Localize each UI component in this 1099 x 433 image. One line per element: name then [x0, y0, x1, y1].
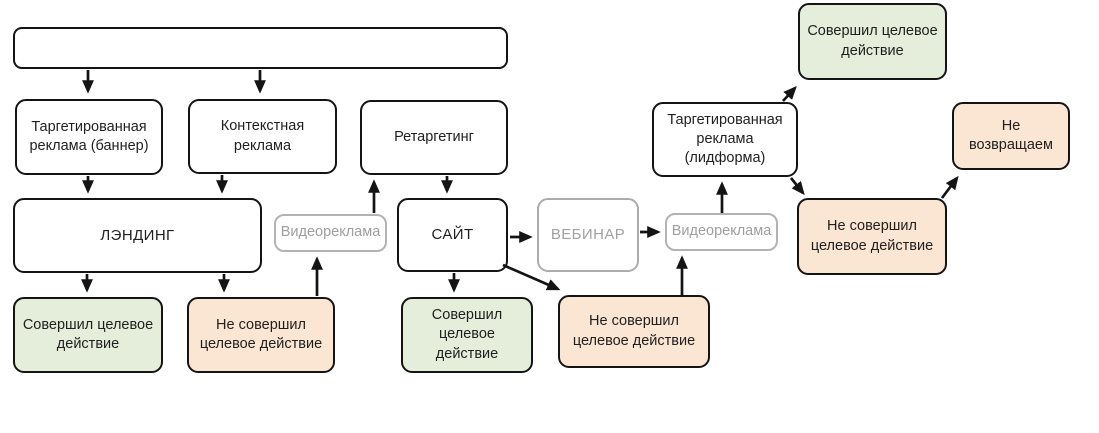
node-contextual-ads-label: Контекстная реклама [220, 118, 305, 154]
node-site-converted: Совершил целевое действие [401, 297, 533, 373]
node-landing-label: ЛЭНДИНГ [100, 226, 175, 244]
edge-leadform-to-converted [782, 86, 797, 102]
node-no-return: Не возвращаем [952, 102, 1070, 170]
node-leadform-converted: Совершил целевое действие [798, 3, 947, 80]
node-targeted-leadform-label: Таргетированная реклама (лидформа) [667, 111, 783, 167]
node-targeted-banner-label: Таргетированная реклама (баннер) [29, 118, 149, 154]
edge-leadform-to-not-converted [789, 177, 805, 196]
node-video-ad-1-label: Видеореклама [280, 224, 381, 241]
node-landing: ЛЭНДИНГ [13, 198, 262, 273]
node-video-ad-2-label: Видеореклама [671, 223, 772, 240]
node-site: САЙТ [397, 198, 508, 272]
node-targeted-banner: Таргетированная реклама (баннер) [15, 99, 163, 175]
node-site-not-converted: Не совершил целевое действие [558, 295, 710, 368]
node-site-not-converted-label: Не совершил целевое действие [572, 313, 696, 349]
node-targeted-leadform: Таргетированная реклама (лидформа) [652, 102, 798, 177]
node-leadform-converted-label: Совершил целевое действие [807, 23, 938, 59]
node-landing-converted: Совершил целевое действие [13, 297, 163, 373]
node-site-converted-label: Совершил целевое действие [431, 307, 503, 362]
node-retargeting: Ретаргетинг [360, 100, 508, 175]
node-source-bar [13, 27, 508, 69]
node-site-label: САЙТ [431, 226, 474, 244]
node-leadform-not-converted-label: Не совершил целевое действие [810, 218, 934, 254]
node-landing-converted-label: Совершил целевое действие [22, 316, 154, 352]
node-leadform-not-converted: Не совершил целевое действие [797, 198, 947, 275]
node-video-ad-1: Видеореклама [274, 214, 387, 252]
node-webinar: ВЕБИНАР [537, 198, 639, 272]
node-video-ad-2: Видеореклама [665, 213, 778, 251]
edge-not-converted-to-no-return [940, 175, 959, 199]
node-retargeting-label: Ретаргетинг [394, 128, 474, 145]
node-landing-not-converted-label: Не совершил целевое действие [199, 316, 323, 352]
node-webinar-label: ВЕБИНАР [550, 226, 626, 244]
node-no-return-label: Не возвращаем [969, 117, 1053, 153]
node-contextual-ads: Контекстная реклама [188, 99, 337, 174]
node-landing-not-converted: Не совершил целевое действие [187, 297, 335, 373]
